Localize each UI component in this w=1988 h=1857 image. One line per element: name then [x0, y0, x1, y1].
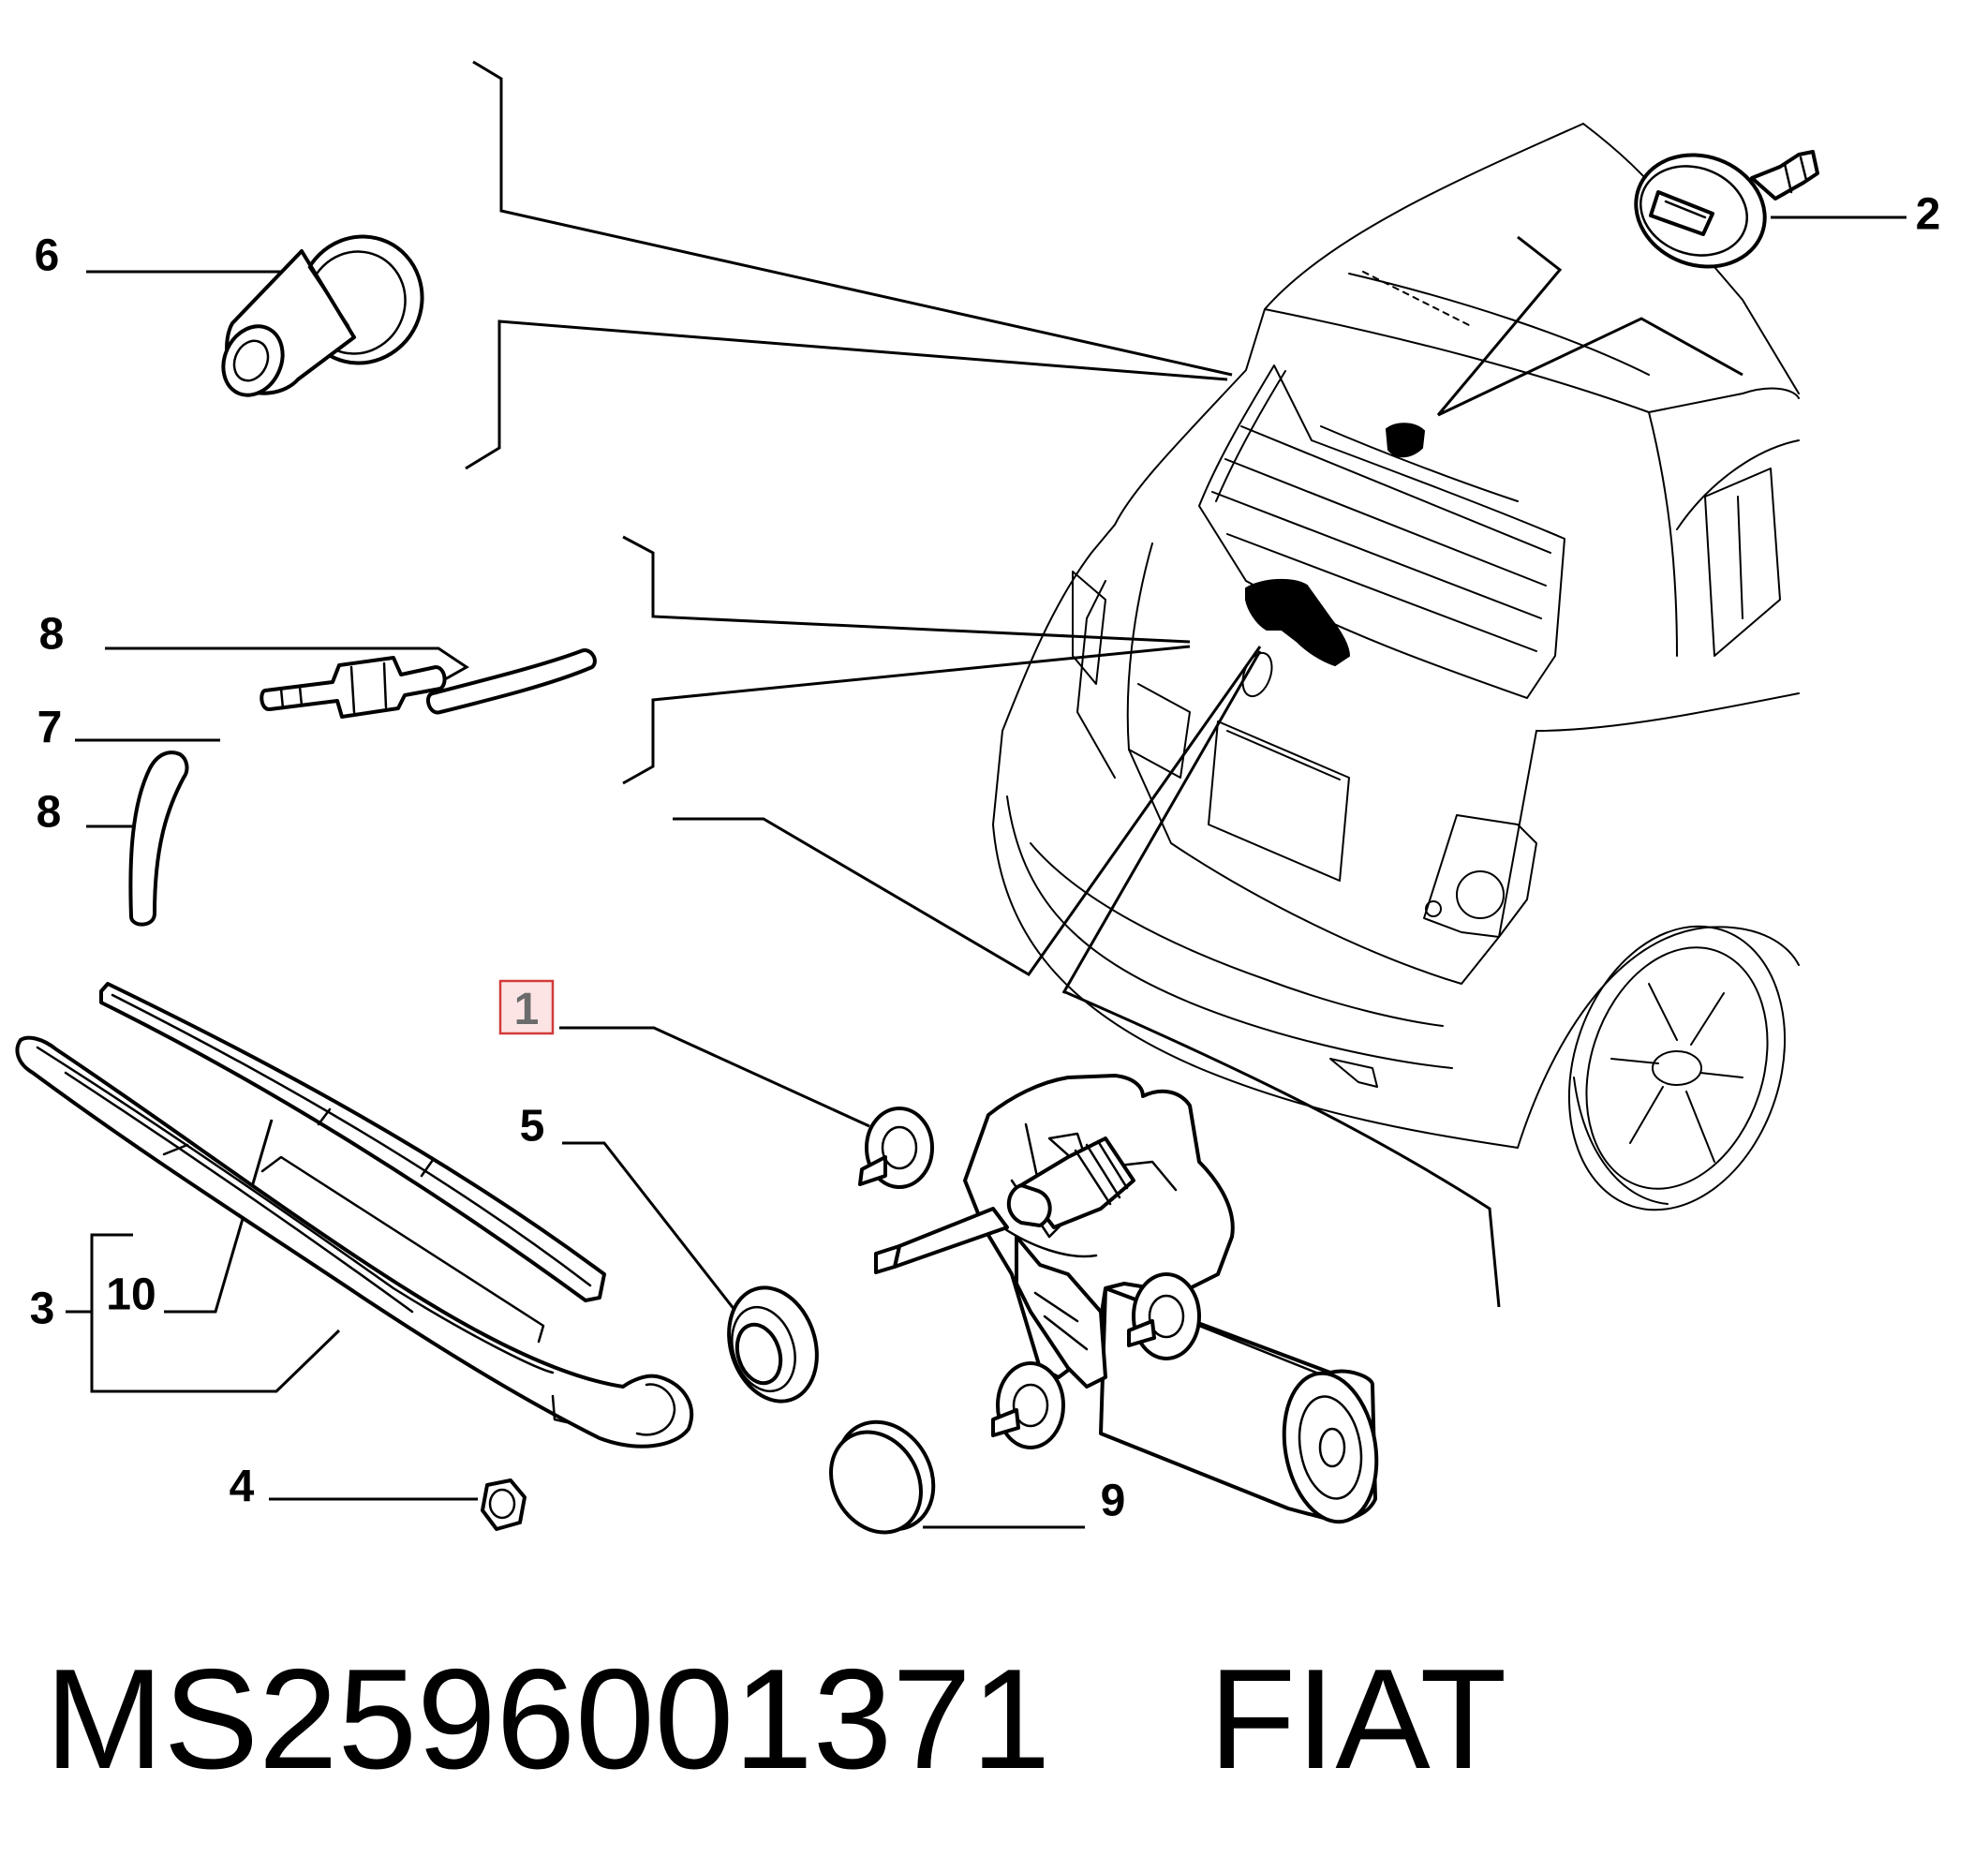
callout-1-highlight — [498, 979, 555, 1035]
brand-name: FIAT — [1209, 1640, 1507, 1799]
wiper-arm-part — [15, 982, 694, 1448]
diagram-canvas: 1 2 3 4 5 6 7 8 8 9 10 — [15, 60, 1941, 1535]
callout-9[interactable]: 9 — [1101, 1477, 1126, 1526]
callout-labels: 1 2 3 4 5 6 7 8 8 9 10 — [30, 190, 1941, 1526]
bush-seal-part — [727, 1285, 819, 1404]
part-footer: MS2596001371 FIAT — [45, 1635, 1956, 1804]
nut-part — [481, 1478, 527, 1531]
leader-lines — [66, 60, 1906, 1529]
callout-8-top[interactable]: 8 — [39, 610, 65, 660]
curved-hose-part — [128, 750, 189, 927]
wiper-motor-part — [858, 1074, 1379, 1524]
callout-1[interactable]: 1 — [514, 985, 540, 1034]
callout-6[interactable]: 6 — [35, 231, 60, 281]
callout-3[interactable]: 3 — [30, 1285, 55, 1334]
callout-2[interactable]: 2 — [1916, 190, 1941, 240]
callout-5[interactable]: 5 — [520, 1102, 545, 1151]
callout-7[interactable]: 7 — [37, 704, 63, 753]
part-number: MS2596001371 — [45, 1640, 1051, 1799]
grommet-part — [221, 234, 424, 397]
callout-8-lower[interactable]: 8 — [37, 788, 62, 838]
hose-connector-part — [260, 648, 597, 719]
callout-10[interactable]: 10 — [106, 1270, 156, 1320]
callout-4[interactable]: 4 — [230, 1463, 255, 1512]
cap-part — [829, 1419, 936, 1535]
exploded-parts-diagram: 1 2 3 4 5 6 7 8 8 9 10 — [15, 60, 1941, 1535]
washer-nozzle-part — [1634, 150, 1819, 269]
car-illustration — [992, 123, 1800, 1211]
